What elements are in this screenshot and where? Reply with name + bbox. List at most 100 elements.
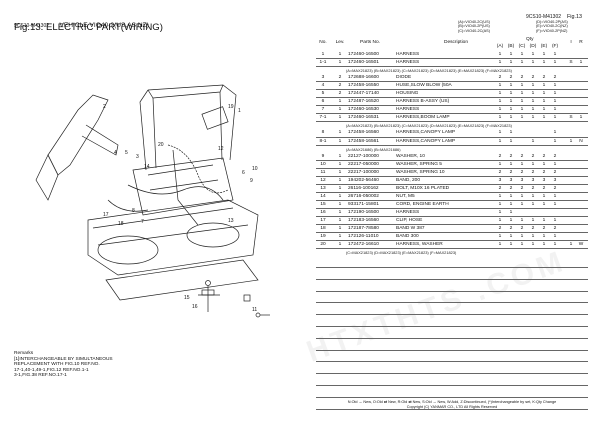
callout-label: 2 <box>103 104 106 110</box>
ref-no: 10 <box>320 161 326 167</box>
description: HARNESS B-ASSY (US) <box>396 99 450 105</box>
blank-row <box>316 351 588 363</box>
qty-cell: 1 <box>553 99 557 105</box>
qty-cell: 3 <box>553 177 557 183</box>
qty-cell: 2 <box>498 226 502 232</box>
description: BAND 300 <box>396 234 419 240</box>
qty-cell: 2 <box>509 185 513 191</box>
qty-cell: 3 <box>542 177 546 183</box>
qty-cell: 2 <box>509 153 513 159</box>
part-number: 172190-16500 <box>348 209 379 215</box>
qty-cell: 2 <box>531 75 535 81</box>
qty-cell: 1 <box>520 115 524 121</box>
level: 1 <box>338 52 342 57</box>
qty-cell: 1 <box>542 99 546 105</box>
serial-note: (A=MAX21686) (B=MAX21686) <box>346 146 401 152</box>
part-number: 172688-16600 <box>348 75 379 81</box>
qty-cell: 1 <box>509 91 513 97</box>
remarks-block: Remarks [1]INTERCHANGEABLE BY SIMULTANEO… <box>14 351 113 379</box>
qty-cell: 2 <box>553 153 557 159</box>
qty-cell: 2 <box>553 169 557 175</box>
qty-cell: 1 <box>531 52 535 57</box>
callout-label: 20 <box>158 142 164 148</box>
description: BAND W 387 <box>396 226 425 232</box>
qty-cell: 1 <box>520 52 524 57</box>
callout-label: 9 <box>250 178 253 184</box>
blank-row <box>316 386 588 398</box>
qty-cell: 1 <box>553 83 557 89</box>
qty-cell: 1 <box>498 242 502 248</box>
qty-cell: 1 <box>498 161 502 167</box>
qty-cell: 1 <box>498 209 502 215</box>
level: 1 <box>338 60 342 66</box>
qty-cell: 1 <box>520 83 524 89</box>
qty-cell: 2 <box>542 75 546 81</box>
qty-cell: 1 <box>509 60 513 66</box>
qty-cell: 3 <box>509 177 513 183</box>
callout-label: 14 <box>144 164 150 170</box>
qty-cell: 1 <box>553 234 557 240</box>
parts-table: No. Lev. Parts No. Description Qty (A) (… <box>316 37 588 410</box>
description: WASHER, 10 <box>396 153 425 159</box>
qty-cell: 1 <box>509 130 513 136</box>
description: DIODE <box>396 75 412 81</box>
table-note-row: (A=MAX21686) (B=MAX21686) <box>316 146 588 153</box>
qty-cell: 1 <box>531 201 535 207</box>
level: 1 <box>338 201 342 207</box>
qty-cell: 1 <box>520 193 524 199</box>
description: HOUSING <box>396 91 419 97</box>
level: 1 <box>338 226 342 232</box>
description: HARNESS,BOOM LAMP <box>396 115 450 121</box>
callout-label: 17 <box>103 212 109 218</box>
model-legend-mid: (A)=VIO40-2C(US) (B)=VIO40-2P(US) (C)=VI… <box>458 20 490 33</box>
qty-cell: 2 <box>531 153 535 159</box>
qty-cell: 2 <box>542 185 546 191</box>
level: 1 <box>338 161 342 167</box>
qty-cell: 1 <box>531 234 535 240</box>
ref-no: 16 <box>320 209 326 215</box>
qty-cell: 1 <box>531 91 535 97</box>
qty-cell: 1 <box>542 115 546 121</box>
level: 1 <box>338 234 342 240</box>
qty-cell: 1 <box>498 107 502 113</box>
blank-row <box>316 256 588 269</box>
part-number: 172460-16530 <box>348 107 379 113</box>
level: 1 <box>338 138 342 144</box>
qty-cell: 3 <box>498 177 502 183</box>
qty-cell: 1 <box>498 115 502 121</box>
ref-no: 7 <box>321 107 325 113</box>
document-code-right: 9CS10-M41302 <box>525 14 562 20</box>
ref-no: 8 <box>321 130 325 136</box>
qty-cell: 1 <box>509 193 513 199</box>
callout-label: 10 <box>252 166 258 172</box>
qty-cell: 2 <box>520 153 524 159</box>
callout-label: 6 <box>242 170 245 176</box>
ref-no: 9 <box>321 153 325 159</box>
ref-no: 7-1 <box>319 115 327 121</box>
callout-label: 7 <box>141 219 144 225</box>
ref-no: 3 <box>321 75 325 81</box>
qty-cell: 1 <box>542 217 546 223</box>
ref-no: 5 <box>321 91 325 97</box>
qty-cell: 1 <box>531 138 535 144</box>
part-number: 172183-16560 <box>348 217 379 223</box>
legend-line: (D)=VIO40-2P(AS) <box>536 20 568 24</box>
machine-frame <box>35 84 270 318</box>
qty-cell: 2 <box>498 169 502 175</box>
qty-cell: 2 <box>553 185 557 191</box>
level: 1 <box>338 99 342 105</box>
level: 1 <box>338 177 342 183</box>
interchange-code: S <box>569 60 573 66</box>
col-qty-f: (F) <box>551 44 559 49</box>
ref-no: 1 <box>321 52 325 57</box>
qty-cell: 1 <box>553 242 557 248</box>
qty-cell: 1 <box>531 107 535 113</box>
